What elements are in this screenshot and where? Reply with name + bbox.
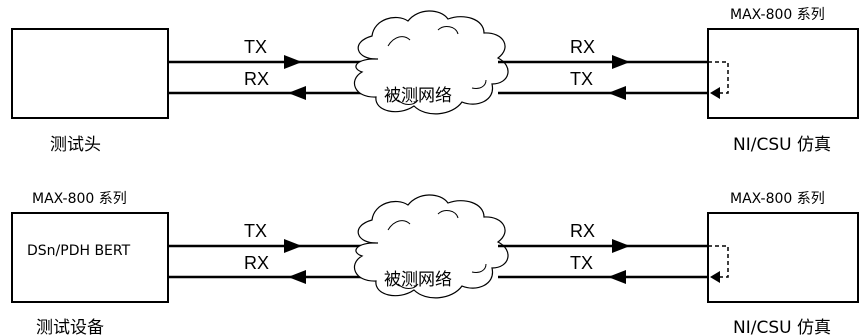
test-head-caption: 测试头 <box>50 135 101 155</box>
top-left-rx-arrow <box>288 86 306 100</box>
bottom-right-tx-arrow <box>608 270 626 284</box>
top-right-title: MAX-800 系列 <box>730 7 825 23</box>
bottom-right-tx-label: TX <box>570 253 593 273</box>
bert-box-text: DSn/PDH BERT <box>27 243 131 259</box>
bottom-right-rx-arrow <box>612 239 630 253</box>
bottom-left-tx-label: TX <box>244 221 267 241</box>
bottom-diagram: MAX-800 系列 DSn/PDH BERT 测试设备 TX RX 被测网络 … <box>11 191 859 335</box>
top-right-rx-label: RX <box>570 37 595 57</box>
bottom-right-rx-label: RX <box>570 221 595 241</box>
bottom-right-caption: NI/CSU 仿真 <box>733 318 831 335</box>
bottom-loopback-arrow <box>710 271 720 283</box>
bert-box <box>11 212 169 303</box>
bottom-left-rx-arrow <box>288 270 306 284</box>
bottom-left-title: MAX-800 系列 <box>32 191 127 207</box>
bottom-right-title: MAX-800 系列 <box>730 191 825 207</box>
top-left-tx-label: TX <box>244 37 267 57</box>
top-right-tx-label: TX <box>570 69 593 89</box>
top-diagram: 测试头 TX RX 被测网络 RX TX MAX-800 系列 NI/CSU 仿… <box>11 7 859 155</box>
bottom-left-rx-label: RX <box>244 253 269 273</box>
top-right-rx-arrow <box>612 55 630 69</box>
top-right-caption: NI/CSU 仿真 <box>733 135 831 155</box>
top-cloud-label: 被测网络 <box>384 86 452 106</box>
top-right-tx-arrow <box>608 86 626 100</box>
test-head-box <box>11 28 169 119</box>
bottom-left-tx-arrow <box>284 239 302 253</box>
top-loopback-arrow <box>710 87 720 99</box>
bottom-left-caption: 测试设备 <box>36 318 104 335</box>
top-left-rx-label: RX <box>244 69 269 89</box>
top-left-tx-arrow <box>284 55 302 69</box>
top-right-box <box>707 28 859 119</box>
bottom-cloud-label: 被测网络 <box>384 270 452 290</box>
bottom-right-box <box>707 212 859 303</box>
